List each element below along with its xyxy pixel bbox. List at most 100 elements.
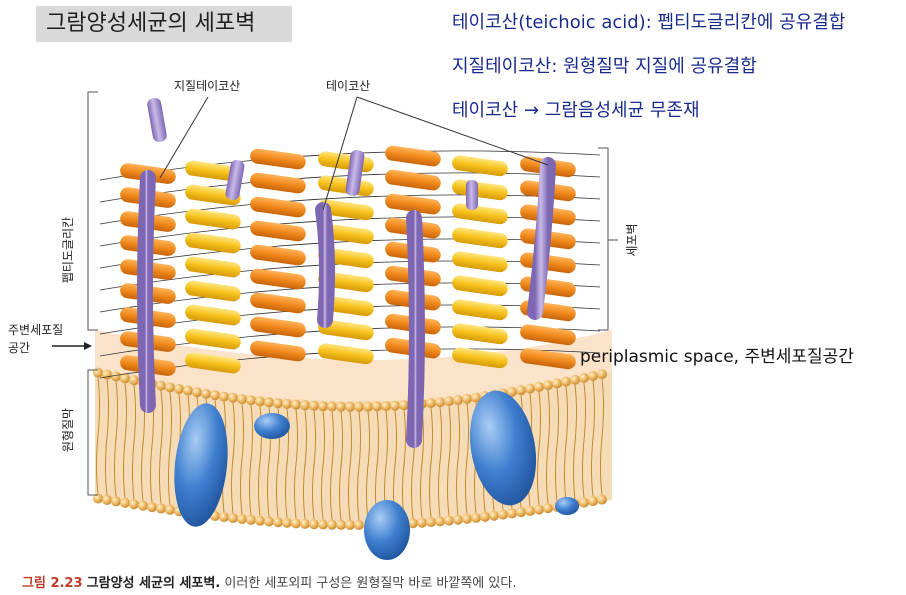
- lipid-head: [237, 394, 247, 405]
- periplasmic-space-note: periplasmic space, 주변세포질공간: [580, 347, 854, 367]
- lipid-tail: [321, 411, 325, 520]
- lipid-head: [471, 392, 481, 403]
- lipid-head: [534, 381, 544, 392]
- lipid-head: [93, 493, 103, 504]
- lipid-head: [102, 494, 112, 505]
- membrane-protein: [364, 500, 410, 560]
- teichoic-acid-rod: [315, 202, 336, 328]
- label-plasma-membrane: 원형질막: [61, 408, 75, 452]
- lipid-head: [498, 509, 508, 520]
- lipid-tail: [231, 402, 235, 514]
- peptidoglycan-bracket: [87, 91, 98, 331]
- lipid-head: [147, 502, 157, 513]
- peptidoglycan-strand: [250, 340, 306, 362]
- lipid-tail: [249, 405, 253, 515]
- lipid-head: [255, 396, 265, 407]
- peptidoglycan-strand: [250, 268, 306, 290]
- peptidoglycan-strand: [452, 275, 508, 297]
- lipid-head: [336, 519, 346, 530]
- lipid-head: [435, 397, 445, 408]
- lipid-head: [579, 497, 589, 508]
- lipid-tail: [456, 404, 460, 515]
- lipid-head: [570, 374, 580, 385]
- lipid-head: [516, 385, 526, 396]
- membrane-proteins: [174, 390, 579, 560]
- lipid-head: [372, 401, 382, 412]
- peptidoglycan-strand: [185, 256, 241, 278]
- lipid-head: [93, 367, 103, 378]
- lipid-head: [426, 517, 436, 528]
- lipid-head: [255, 515, 265, 526]
- lipid-head: [237, 514, 247, 525]
- peptidoglycan-strands: [120, 145, 576, 376]
- peptidoglycan-strand: [250, 244, 306, 266]
- lipid-head: [543, 503, 553, 514]
- lipid-head: [165, 504, 175, 515]
- lipid-head: [543, 380, 553, 391]
- lipid-head: [426, 398, 436, 409]
- lipid-head: [552, 378, 562, 389]
- lipid-head: [219, 391, 229, 402]
- peptidoglycan-strand: [452, 251, 508, 273]
- lipid-head: [507, 386, 517, 397]
- lipid-tail: [303, 410, 307, 519]
- peptidoglycan-strand: [385, 169, 441, 191]
- peptidoglycan-strand: [520, 348, 576, 370]
- lipid-head: [309, 519, 319, 530]
- cell-wall-bracket: [598, 147, 609, 331]
- lipoteichoic-acid-rod: [406, 210, 425, 448]
- teichoic-acid-rod: [345, 150, 365, 196]
- lipid-head: [588, 496, 598, 507]
- lipid-head: [174, 384, 184, 395]
- lipid-head: [588, 371, 598, 382]
- membrane-bracket: [87, 369, 98, 496]
- lipid-tail: [348, 411, 352, 521]
- lipid-head: [120, 373, 130, 384]
- peptidoglycan-strand: [250, 172, 306, 194]
- membrane-protein: [254, 413, 290, 439]
- lipid-head: [129, 375, 139, 386]
- lipid-tail: [240, 404, 244, 515]
- lipid-head: [201, 388, 211, 399]
- peptidoglycan-strand: [185, 208, 241, 230]
- lipid-head: [471, 512, 481, 523]
- lipid-head: [327, 401, 337, 412]
- lipid-tail: [555, 388, 559, 502]
- peptidoglycan-strand: [318, 343, 374, 365]
- lipid-tail: [600, 379, 604, 495]
- peptidoglycan-strand: [452, 323, 508, 345]
- lipid-head: [273, 517, 283, 528]
- lipid-head: [561, 376, 571, 387]
- lipid-tail: [537, 391, 541, 505]
- peptidoglycan-strand: [520, 324, 576, 346]
- lipid-head: [417, 517, 427, 528]
- lipid-head: [354, 401, 364, 412]
- lipid-head: [453, 395, 463, 406]
- periplasmic-space-band: [95, 330, 612, 401]
- membrane-protein: [555, 497, 579, 515]
- peptidoglycan-strand: [250, 148, 306, 170]
- lipid-head: [111, 496, 121, 507]
- peptidoglycan-strand: [318, 319, 374, 341]
- lipid-tail: [159, 390, 163, 504]
- lipid-head: [192, 387, 202, 398]
- lipid-head: [444, 515, 454, 526]
- periplasm-arrow: [52, 342, 92, 350]
- peptidoglycan-strand: [250, 196, 306, 218]
- lipid-head: [264, 516, 274, 527]
- peptidoglycan-strand: [318, 199, 374, 221]
- peptidoglycan-strand: [452, 203, 508, 225]
- leader-line: [159, 96, 209, 179]
- lipid-tail: [546, 390, 550, 504]
- peptidoglycan-strand: [185, 280, 241, 302]
- peptidoglycan-strand: [452, 227, 508, 249]
- lipid-head: [489, 510, 499, 521]
- lipid-head: [210, 390, 220, 401]
- lipid-head: [120, 497, 130, 508]
- lipid-tail: [465, 403, 469, 514]
- lipid-head: [165, 382, 175, 393]
- lipid-head: [597, 494, 607, 505]
- lipid-head: [525, 505, 535, 516]
- lipid-tail: [357, 411, 361, 521]
- lipid-head: [390, 400, 400, 411]
